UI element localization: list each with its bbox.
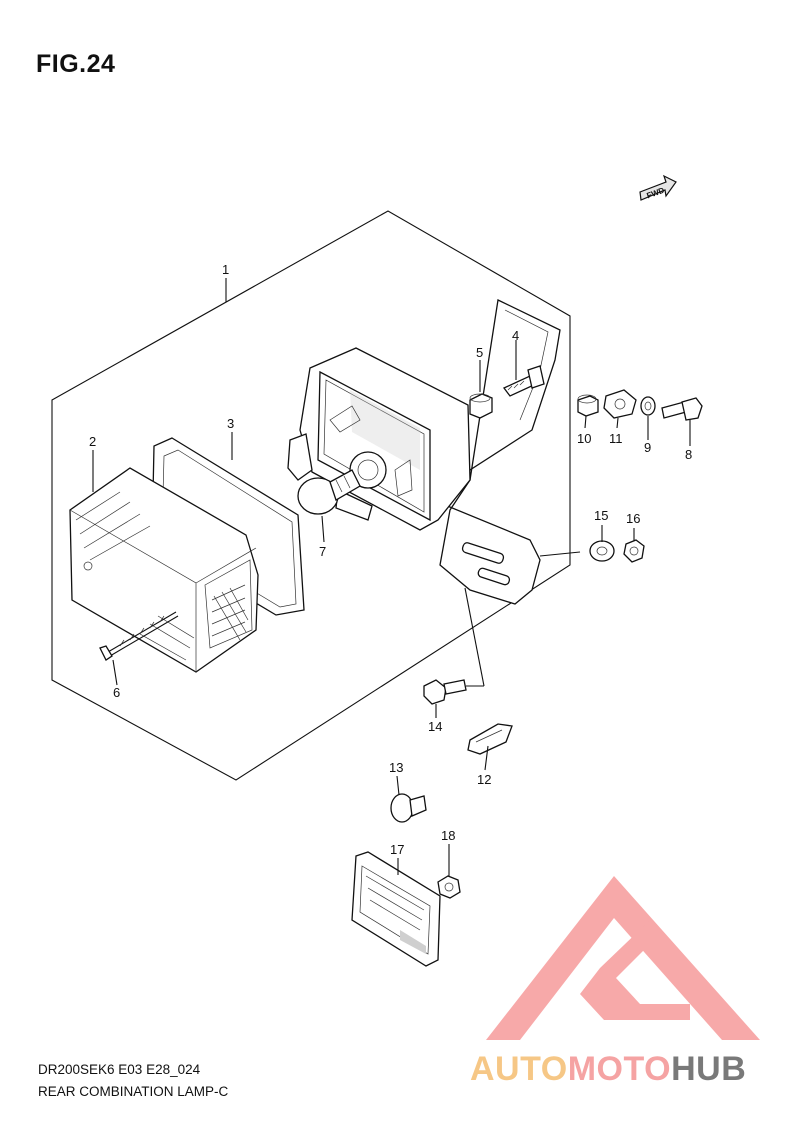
callout-12: 12 (477, 772, 491, 787)
watermark-moto: MOTO (568, 1050, 671, 1088)
part-2-lens[interactable] (69, 467, 259, 673)
automotohub-watermark: AUTOMOTOHUB (470, 876, 760, 1088)
callout-numbers: 1 2 3 4 5 6 7 8 9 10 11 12 13 14 15 16 1… (89, 262, 692, 857)
part-6-screw[interactable] (99, 611, 179, 661)
triangle-logo-icon (486, 876, 760, 1040)
assembly-frame (51, 210, 571, 781)
part-12-rivet[interactable] (467, 723, 513, 755)
part-13-grommet[interactable] (390, 793, 427, 823)
model-code: DR200SEK6 E03 E28_024 (38, 1062, 201, 1077)
part-17-reflector[interactable] (351, 851, 441, 967)
callout-15: 15 (594, 508, 608, 523)
part-11-grommet[interactable] (603, 389, 637, 419)
forward-arrow-icon: FWD (639, 174, 677, 201)
callout-11: 11 (609, 431, 623, 446)
callout-8: 8 (685, 447, 692, 462)
callout-4: 4 (512, 328, 519, 343)
part-10-spacer[interactable] (577, 394, 599, 417)
part-4-stud[interactable] (502, 365, 545, 397)
callout-18: 18 (441, 828, 455, 843)
callout-9: 9 (644, 440, 651, 455)
callout-3: 3 (227, 416, 234, 431)
callout-6: 6 (113, 685, 120, 700)
fwd-label: FWD (645, 186, 665, 201)
part-1-housing[interactable] (287, 299, 561, 605)
part-8-bolt[interactable] (661, 397, 703, 421)
callout-16: 16 (626, 511, 640, 526)
part-5-collar[interactable] (469, 393, 493, 419)
callout-5: 5 (476, 345, 483, 360)
callout-10: 10 (577, 431, 591, 446)
callout-7: 7 (319, 544, 326, 559)
watermark-auto: AUTO (470, 1050, 568, 1088)
part-16-nut[interactable] (623, 539, 645, 563)
callout-13: 13 (389, 760, 403, 775)
callout-1: 1 (222, 262, 229, 277)
part-18-nut[interactable] (437, 875, 461, 899)
section-name: REAR COMBINATION LAMP-C (38, 1084, 229, 1099)
part-15-washer[interactable] (589, 540, 615, 562)
part-7-bulb[interactable] (297, 469, 361, 515)
svg-text:AUTOMOTOHUB: AUTOMOTOHUB (470, 1050, 746, 1088)
part-14-bolt[interactable] (423, 679, 467, 705)
callout-17: 17 (390, 842, 404, 857)
watermark-hub: HUB (671, 1050, 746, 1088)
figure-title: FIG.24 (36, 50, 116, 78)
leader-lines (92, 278, 691, 876)
callout-2: 2 (89, 434, 96, 449)
part-9-washer[interactable] (640, 396, 656, 416)
callout-14: 14 (428, 719, 442, 734)
